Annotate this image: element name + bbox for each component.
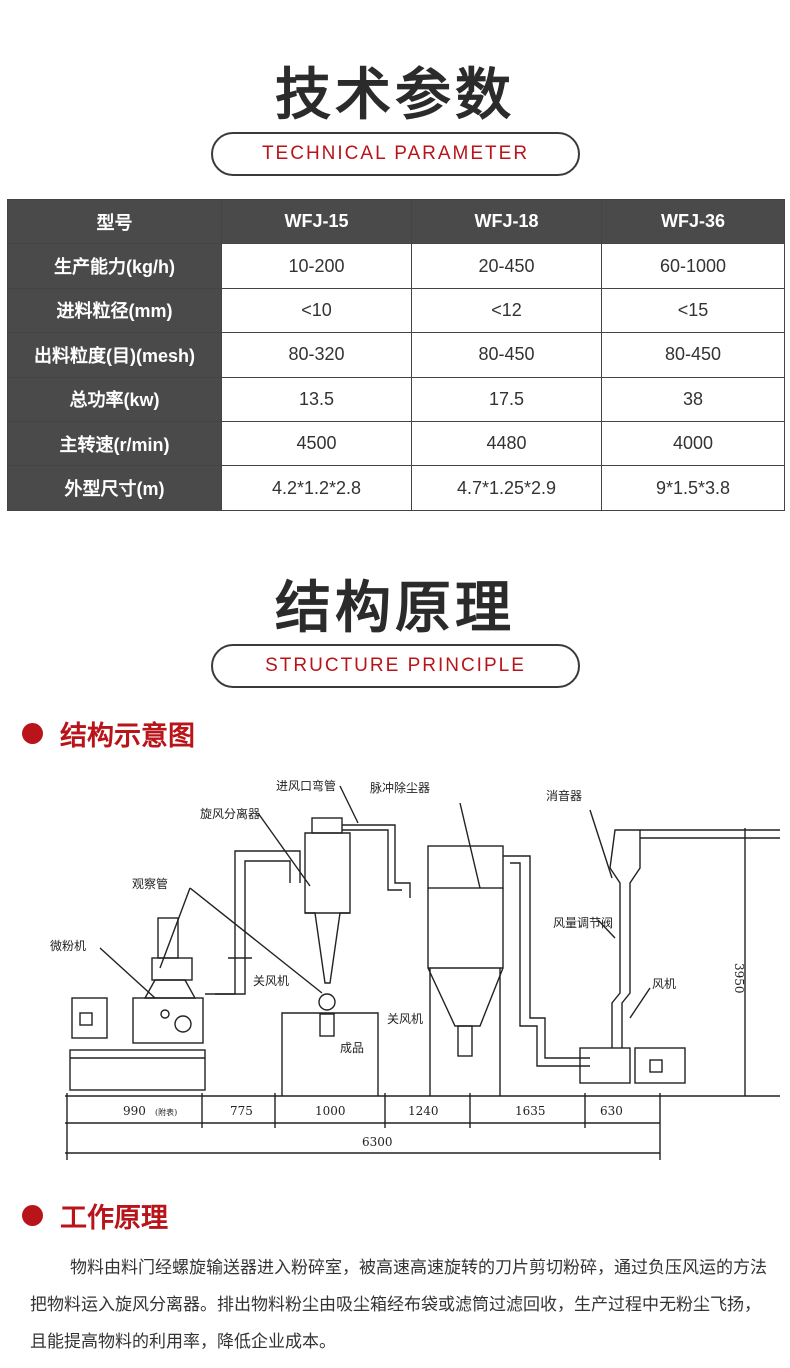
label-valve1: 关风机 — [253, 974, 289, 988]
cell: 80-320 — [221, 332, 412, 378]
header-wfj36: WFJ-36 — [601, 198, 785, 245]
dim-total: 6300 — [362, 1135, 393, 1149]
row-label: 主转速(r/min) — [7, 420, 222, 467]
fan-housing — [579, 1047, 631, 1084]
cell: <15 — [601, 287, 785, 334]
cell: 4.7*1.25*2.9 — [411, 465, 602, 511]
bullet-icon — [22, 723, 43, 744]
dim-1: 990 — [123, 1104, 146, 1118]
cell: 4.2*1.2*2.8 — [221, 465, 412, 511]
pipe-mill-to-cyclone — [205, 850, 301, 995]
table-row: 生产能力(kg/h) 10-200 20-450 60-1000 — [7, 243, 785, 289]
label-damper: 风量调节阀 — [553, 916, 613, 930]
table-row: 总功率(kw) 13.5 17.5 38 — [7, 376, 785, 422]
row-label: 生产能力(kg/h) — [7, 243, 222, 289]
row-label: 总功率(kw) — [7, 376, 222, 422]
dim-2: 775 — [230, 1104, 253, 1118]
label-muffler: 消音器 — [546, 788, 582, 803]
collector-body — [427, 888, 504, 1027]
structure-title: 结构原理 — [275, 576, 515, 641]
mill-wheel — [174, 1015, 192, 1033]
header-model: 型号 — [7, 198, 222, 245]
mill-frame — [69, 1049, 206, 1091]
work-description: 物料由料门经螺旋输送器进入粉碎室，被高速高速旋转的刀片剪切粉碎，通过负压风运的方… — [30, 1258, 767, 1352]
structure-diagram: 进风口弯管 脉冲除尘器 旋风分离器 消音器 观察管 微粉机 关风机 关风机 成品… — [50, 778, 780, 1160]
table-header-row: 型号 WFJ-15 WFJ-18 WFJ-36 — [7, 198, 785, 245]
cell: 17.5 — [411, 376, 602, 422]
tech-title: 技术参数 — [275, 63, 515, 128]
cell: 80-450 — [411, 332, 602, 378]
cell: 60-1000 — [601, 243, 785, 289]
dim-4: 1240 — [408, 1104, 439, 1118]
diagram-heading-text: 结构示意图 — [60, 721, 195, 752]
table-row: 出料粒度(目)(mesh) 80-320 80-450 80-450 — [7, 332, 785, 378]
label-valve2: 关风机 — [387, 1012, 423, 1026]
cell: 4480 — [411, 420, 602, 467]
cell: 80-450 — [601, 332, 785, 378]
label-cyclone: 旋风分离器 — [200, 806, 260, 821]
cell: 13.5 — [221, 376, 412, 422]
dim-note: (附表) — [155, 1107, 177, 1117]
dim-5: 1635 — [515, 1104, 546, 1118]
tech-subtitle: TECHNICAL PARAMETER — [211, 132, 580, 176]
row-label: 进料粒径(mm) — [7, 287, 222, 334]
label-inlet-pipe: 进风口弯管 — [276, 778, 336, 793]
row-label: 出料粒度(目)(mesh) — [7, 332, 222, 378]
structure-subtitle: STRUCTURE PRINCIPLE — [211, 644, 580, 688]
work-heading: 工作原理 — [22, 1196, 168, 1235]
pipe-cyclone-to-collector — [342, 824, 411, 898]
header-wfj18: WFJ-18 — [411, 198, 602, 245]
label-observation: 观察管 — [132, 876, 168, 891]
cyclone-body — [304, 832, 351, 984]
cell: 4500 — [221, 420, 412, 467]
cell: 38 — [601, 376, 785, 422]
label-dust-collector: 脉冲除尘器 — [370, 780, 430, 795]
mill-motor — [71, 997, 108, 1039]
mill-top-motor — [157, 917, 179, 959]
label-height: 3950 — [732, 963, 746, 994]
diagram-heading: 结构示意图 — [22, 714, 195, 753]
dim-3: 1000 — [315, 1104, 346, 1118]
table-row: 进料粒径(mm) <10 <12 <15 — [7, 287, 785, 334]
cell: 20-450 — [411, 243, 602, 289]
muffler — [609, 829, 641, 1048]
bullet-icon — [22, 1205, 43, 1226]
pipe-collector-to-fan — [503, 855, 590, 1059]
parameter-table: 型号 WFJ-15 WFJ-18 WFJ-36 生产能力(kg/h) 10-20… — [7, 198, 785, 511]
work-heading-text: 工作原理 — [60, 1203, 168, 1234]
fan-motor — [634, 1047, 686, 1084]
table-row: 主转速(r/min) 4500 4480 4000 — [7, 420, 785, 467]
table-row: 外型尺寸(m) 4.2*1.2*2.8 4.7*1.25*2.9 9*1.5*3… — [7, 465, 785, 511]
cell: <12 — [411, 287, 602, 334]
label-product: 成品 — [340, 1041, 364, 1055]
cell: 4000 — [601, 420, 785, 467]
collector-top — [427, 845, 504, 889]
label-fan: 风机 — [652, 977, 676, 991]
product-bin — [281, 1012, 379, 1096]
header-wfj15: WFJ-15 — [221, 198, 412, 245]
row-label: 外型尺寸(m) — [7, 465, 222, 511]
dim-6: 630 — [600, 1104, 623, 1118]
cell: 9*1.5*3.8 — [601, 465, 785, 511]
cell: <10 — [221, 287, 412, 334]
cyclone-top — [311, 817, 343, 834]
cyclone-valve — [318, 993, 336, 1011]
label-mill: 微粉机 — [50, 939, 86, 953]
mill-body — [132, 997, 204, 1044]
cell: 10-200 — [221, 243, 412, 289]
